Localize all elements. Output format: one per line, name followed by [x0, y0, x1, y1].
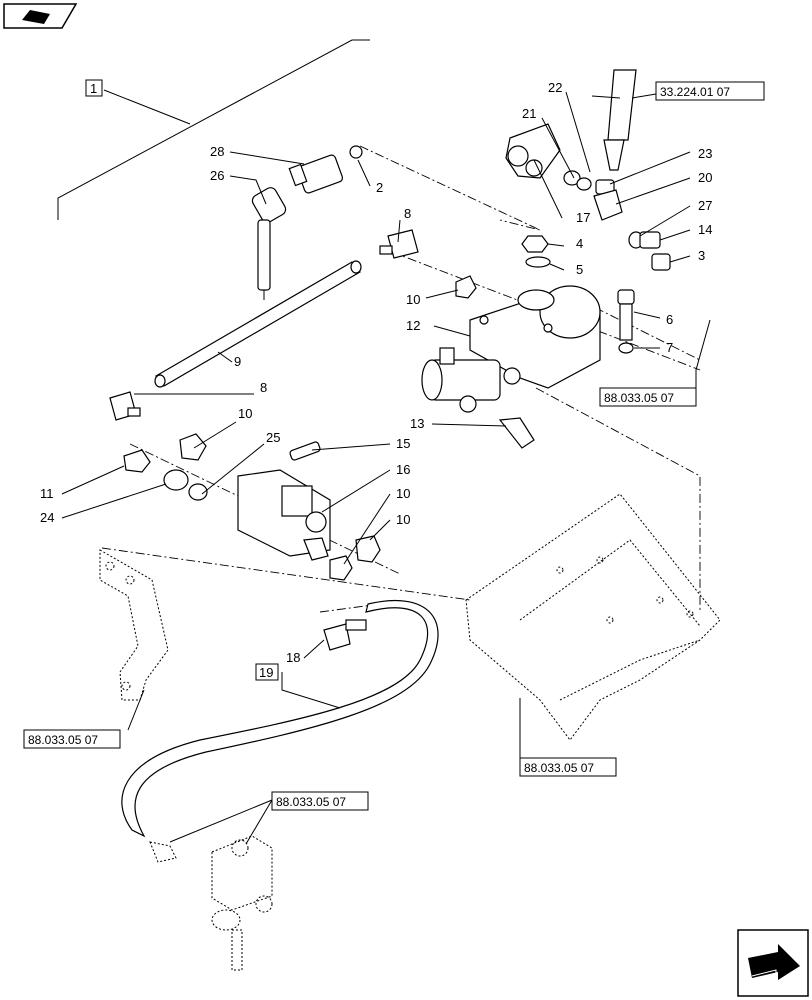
next-page-arrow-icon[interactable] [737, 929, 809, 997]
nut-part-4 [521, 235, 549, 253]
callout-21[interactable]: 21 [522, 106, 536, 121]
reference-box-right[interactable]: 88.033.05 07 [599, 387, 697, 407]
callout-27[interactable]: 27 [698, 198, 712, 213]
callout-8-top[interactable]: 8 [404, 206, 411, 221]
nut-part-10-top [455, 275, 477, 299]
svg-text:88.033.05 07: 88.033.05 07 [524, 761, 594, 775]
svg-text:88.033.05 07: 88.033.05 07 [276, 795, 346, 809]
svg-text:88.033.05 07: 88.033.05 07 [604, 391, 674, 405]
callout-9[interactable]: 9 [234, 354, 241, 369]
solenoid-part-16 [237, 469, 331, 561]
connector-part-28 [288, 145, 363, 194]
solenoid-valve-bottom [149, 835, 273, 971]
callout-1[interactable]: 1 [85, 79, 103, 97]
assembly-line [57, 39, 370, 220]
reference-box-bottom[interactable]: 88.033.05 07 [271, 791, 369, 811]
callout-6[interactable]: 6 [666, 312, 673, 327]
callout-14[interactable]: 14 [698, 222, 712, 237]
plug-part-11 [123, 449, 151, 473]
callout-5[interactable]: 5 [576, 262, 583, 277]
tube-part-9 [154, 260, 362, 388]
reference-box-left[interactable]: 88.033.05 07 [23, 729, 121, 749]
callout-17[interactable]: 17 [576, 210, 590, 225]
ring-part-22 [576, 177, 592, 191]
callout-10-right-a[interactable]: 10 [396, 486, 410, 501]
callout-15[interactable]: 15 [396, 436, 410, 451]
callout-10-right-b[interactable]: 10 [396, 512, 410, 527]
callout-18[interactable]: 18 [286, 650, 300, 665]
callout-22[interactable]: 22 [548, 80, 562, 95]
callout-10-top[interactable]: 10 [406, 292, 420, 307]
callout-24[interactable]: 24 [40, 510, 54, 525]
callout-2[interactable]: 2 [376, 180, 383, 195]
hose-top-right [603, 69, 637, 171]
svg-text:1: 1 [90, 81, 97, 96]
hose-part-19 [121, 599, 439, 838]
nut-part-10-right-a [329, 555, 353, 581]
svg-text:19: 19 [259, 665, 273, 680]
callout-11[interactable]: 11 [40, 486, 54, 501]
callout-12[interactable]: 12 [406, 318, 420, 333]
callout-13[interactable]: 13 [410, 416, 424, 431]
callout-4[interactable]: 4 [576, 236, 583, 251]
elbow-fitting-part-8-bottom [109, 391, 141, 421]
svg-text:88.033.05 07: 88.033.05 07 [28, 733, 98, 747]
leader-lines [61, 91, 711, 845]
svg-text:33.224.01 07: 33.224.01 07 [660, 85, 730, 99]
elbow-part-20 [593, 189, 623, 221]
clip-part-5 [525, 256, 551, 268]
reference-box-33-224[interactable]: 33.224.01 07 [655, 81, 765, 101]
washer-part-24 [163, 469, 189, 491]
callout-25[interactable]: 25 [266, 430, 280, 445]
callout-26[interactable]: 26 [210, 168, 224, 183]
elbow-fitting-part-8-top [379, 229, 419, 259]
navigation-back-icon[interactable] [3, 3, 78, 29]
callout-20[interactable]: 20 [698, 170, 712, 185]
callout-3[interactable]: 3 [698, 248, 705, 263]
fitting-part-3 [651, 253, 671, 271]
valve-body-part-12 [421, 285, 601, 413]
bracket-left [99, 549, 169, 701]
callout-23[interactable]: 23 [698, 146, 712, 161]
callout-28[interactable]: 28 [210, 144, 224, 159]
bolt-part-15 [289, 441, 321, 461]
callout-10-left[interactable]: 10 [238, 406, 252, 421]
callout-19[interactable]: 19 [255, 663, 279, 681]
callout-7[interactable]: 7 [666, 340, 673, 355]
washer-part-25 [188, 483, 208, 501]
valve-head-part-17 [505, 123, 561, 179]
nut-part-10-right-b [355, 535, 381, 563]
nut-part-10-left [179, 433, 207, 461]
bolt-part-6 [617, 289, 635, 341]
frame-bracket [465, 493, 721, 741]
washer-part-7 [618, 342, 634, 354]
ring-part-21 [563, 170, 581, 186]
elbow-fitting-part-18 [323, 619, 367, 651]
reference-box-frame[interactable]: 88.033.05 07 [519, 757, 617, 777]
callout-16[interactable]: 16 [396, 462, 410, 477]
callout-8-bottom[interactable]: 8 [260, 380, 267, 395]
fitting-part-13 [498, 417, 535, 449]
cable-connector-part-26 [251, 187, 287, 300]
